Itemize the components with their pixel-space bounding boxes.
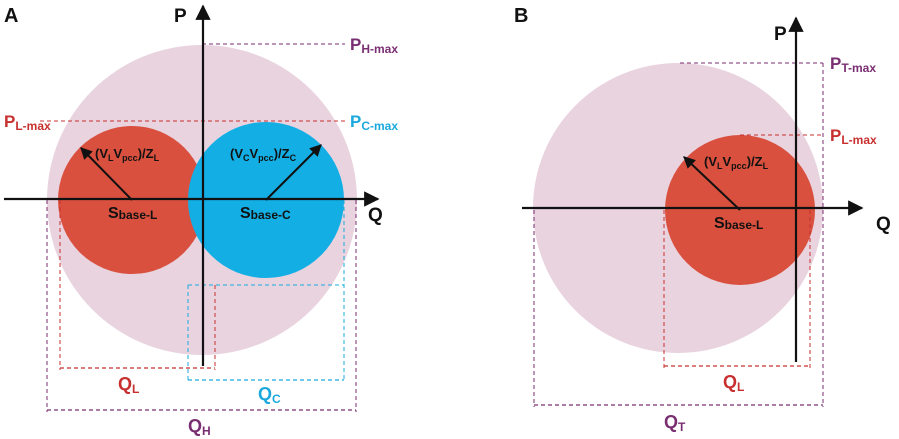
radius-arrow-l-b [683,156,741,211]
p-axis-label-a: P [174,6,187,27]
radius-formula-l-b: (VLVpcc)/ZL [704,154,769,171]
radius-formula-c: (VCVpcc)/ZC [230,146,297,163]
panel-b: B P Q PT-max PL-max (VLVpcc)/ZL Sbase-L … [514,5,891,434]
panel-a: A P Q PH-max PL-max PC-max (VLVp [4,4,398,438]
q-c-label: QC [258,384,281,406]
panel-b-letter: B [514,5,528,27]
p-t-max-label: PT-max [830,54,876,75]
p-axis-label-b: P [774,24,787,45]
radius-arrow-c [265,144,322,201]
q-axis-label-a: Q [368,205,383,226]
p-l-max-label-a: PL-max [4,112,51,133]
q-t-label: QT [664,412,686,434]
radius-formula-l-a: (VLVpcc)/ZL [95,146,160,163]
s-base-c-label: Sbase-C [240,205,291,222]
q-h-label: QH [188,416,211,438]
s-base-l-label-a: Sbase-L [108,205,157,222]
panel-a-letter: A [4,5,18,27]
q-l-label-b: QL [723,372,744,394]
q-axis-label-b: Q [876,214,891,235]
p-c-max-label: PC-max [350,112,398,133]
radius-arrow-l-a [80,147,133,201]
p-h-max-label: PH-max [350,35,398,56]
q-l-label-a: QL [118,374,139,396]
s-base-l-label-b: Sbase-L [714,215,763,232]
p-l-max-label-b: PL-max [830,126,877,147]
